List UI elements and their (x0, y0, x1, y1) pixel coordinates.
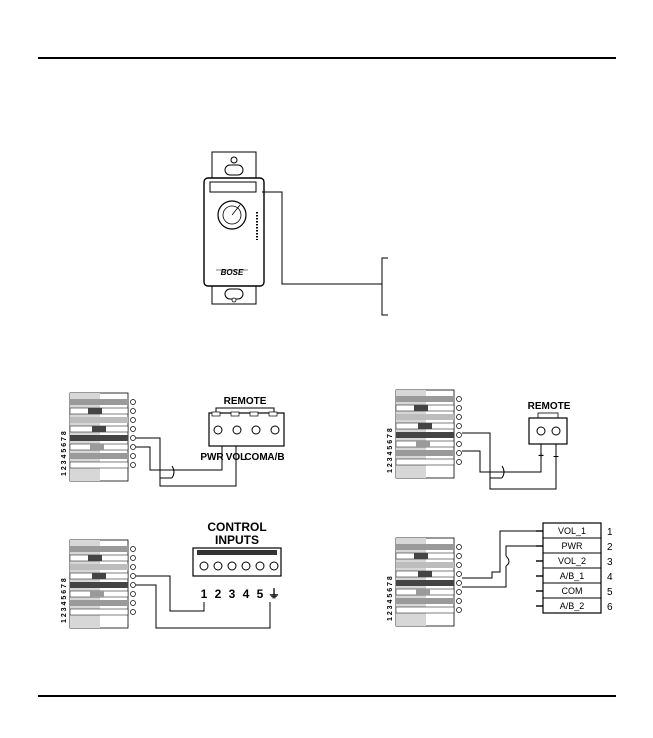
rj45-pin-numbers-4: 1 2 3 4 5 6 7 8 (387, 576, 394, 621)
remote-4-title: REMOTE (224, 396, 267, 407)
terminal-num-4: 4 (607, 572, 613, 583)
terminal-label-4: A/B_1 (560, 571, 585, 581)
terminal-num-3: 3 (607, 557, 613, 568)
terminal-label-6: A/B_2 (560, 601, 585, 611)
control-title-1: CONTROL (207, 520, 266, 534)
control-pin-ground: ⏚ (268, 587, 280, 601)
terminal-label-2: PWR (562, 541, 583, 551)
diagram-remote-4pin: 1 2 3 4 5 6 7 8 REMOTE PWR VOL COM A/B (61, 393, 285, 486)
terminal-label-1: VOL_1 (558, 526, 586, 536)
callout-bracket (382, 258, 388, 315)
terminal-num-5: 5 (607, 587, 613, 598)
control-pin-1: 1 (201, 587, 208, 601)
rj45-pin-numbers: 1 2 3 4 5 6 7 8 (61, 431, 68, 476)
control-pin-4: 4 (243, 587, 250, 601)
control-pin-3: 3 (229, 587, 236, 601)
control-pin-2: 2 (215, 587, 222, 601)
terminal-num-6: 6 (607, 602, 613, 613)
remote-4-pin-pwr: PWR (200, 452, 224, 463)
terminal-label-3: VOL_2 (558, 556, 586, 566)
diagram-remote-2pin: 1 2 3 4 5 6 7 8 REMOTE + – (387, 390, 571, 489)
brand-logo: BOSE (221, 268, 244, 277)
rj45-pin-numbers-3: 1 2 3 4 5 6 7 8 (61, 578, 68, 623)
remote-4-pin-ab: A/B (267, 452, 284, 463)
remote-2-connector (529, 418, 567, 444)
diagram-control-inputs: 1 2 3 4 5 6 7 8 CONTROL INPUTS 1 2 3 4 5… (61, 520, 281, 628)
terminal-label-5: COM (562, 586, 583, 596)
control-pin-5: 5 (257, 587, 264, 601)
terminal-num-2: 2 (607, 542, 613, 553)
remote-2-title: REMOTE (528, 401, 571, 412)
terminal-num-1: 1 (607, 527, 613, 538)
diagram-terminal-strip: 1 2 3 4 5 6 7 8 VOL_1 PWR VOL_2 A/B_1 CO… (387, 523, 613, 626)
rj45-pin-numbers-2: 1 2 3 4 5 6 7 8 (387, 428, 394, 473)
wall-plate-controller: BOSE (204, 152, 388, 315)
remote-4-pin-com: COM (244, 452, 267, 463)
control-title-2: INPUTS (215, 533, 259, 547)
